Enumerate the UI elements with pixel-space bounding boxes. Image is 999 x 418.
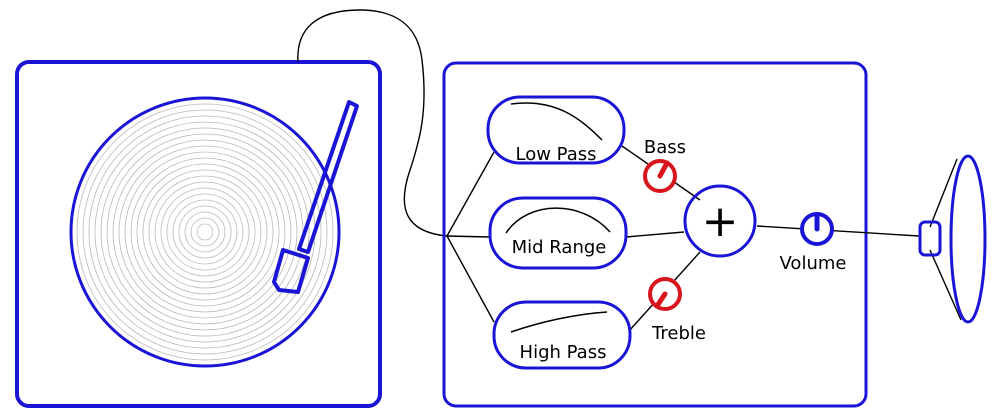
splitter-lines bbox=[446, 151, 495, 323]
record-groove bbox=[172, 199, 238, 265]
mid-range-filter: Mid Range bbox=[488, 196, 628, 270]
platter bbox=[69, 96, 341, 368]
record-groove bbox=[154, 181, 256, 283]
record-groove bbox=[142, 169, 268, 295]
volume-knob[interactable]: Volume bbox=[780, 212, 847, 274]
treble-label: Treble bbox=[651, 323, 706, 344]
input-cable bbox=[297, 9, 448, 237]
record-groove bbox=[112, 139, 298, 325]
record-groove bbox=[196, 223, 214, 241]
record-groove bbox=[184, 211, 226, 253]
record-groove bbox=[106, 133, 304, 331]
record-groove bbox=[118, 145, 292, 319]
record-groove bbox=[190, 217, 220, 247]
record-groove bbox=[178, 205, 232, 259]
equalizer-box bbox=[442, 61, 868, 408]
low-pass-filter: Low Pass bbox=[486, 95, 626, 165]
speaker-icon bbox=[918, 154, 987, 324]
bass-label: Bass bbox=[644, 137, 686, 158]
record-groove bbox=[76, 103, 334, 361]
record-groove bbox=[148, 175, 262, 289]
volume-label: Volume bbox=[780, 253, 847, 274]
tonearm bbox=[272, 100, 359, 294]
mixer-plus-icon: + bbox=[702, 196, 739, 247]
turntable-icon bbox=[15, 60, 382, 408]
bass-knob[interactable]: Bass bbox=[643, 137, 686, 193]
record-groove bbox=[130, 157, 280, 307]
record-grooves bbox=[76, 103, 334, 361]
record-groove bbox=[166, 193, 244, 271]
record-groove bbox=[100, 127, 310, 337]
turntable-box bbox=[15, 60, 382, 408]
high-pass-label: High Pass bbox=[520, 342, 607, 363]
record-groove bbox=[160, 187, 250, 277]
record-groove bbox=[124, 151, 286, 313]
mixer-node: + bbox=[683, 184, 757, 258]
record-groove bbox=[82, 109, 328, 355]
record-groove bbox=[88, 115, 322, 349]
low-pass-label: Low Pass bbox=[516, 144, 597, 165]
record-groove bbox=[136, 163, 274, 301]
treble-knob[interactable]: Treble bbox=[648, 277, 706, 344]
high-pass-filter: High Pass bbox=[492, 300, 632, 370]
mid-range-label: Mid Range bbox=[512, 237, 607, 258]
record-groove bbox=[94, 121, 316, 343]
